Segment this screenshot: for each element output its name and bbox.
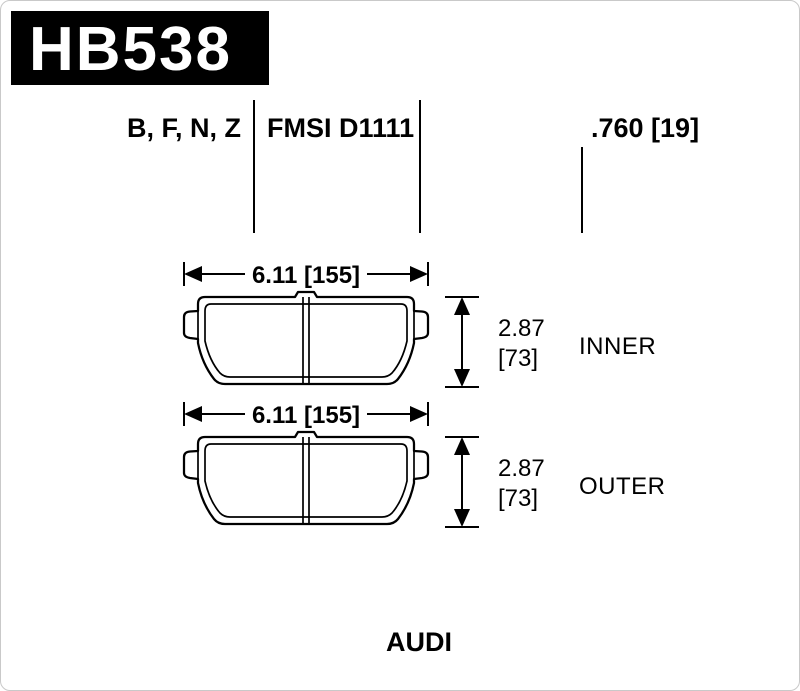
outer-pad-thickness-mm: [73] [498,485,538,512]
part-number-banner [11,11,269,85]
right-arrowhead-icon [410,406,428,422]
compound-codes: B, F, N, Z [127,113,241,143]
outer-pad-width-dimension: 6.11 [155] [183,402,429,429]
right-arrowhead-icon [410,266,428,282]
up-arrowhead-icon [454,297,470,315]
vehicle-application: AUDI [386,627,452,657]
outer-pad-thickness-dimension: 2.87 [73] OUTER [445,436,666,528]
part-number: HB538 [29,15,232,84]
inner-brake-pad-drawing [182,290,430,386]
outer-pad-width-label: 6.11 [155] [252,402,360,429]
outer-brake-pad-drawing [182,430,430,526]
down-arrowhead-icon [454,509,470,527]
inner-pad-thickness-in: 2.87 [498,315,545,342]
inner-pad-width-dimension: 6.11 [155] [183,262,429,289]
pad-thickness: .760 [19] [591,113,699,143]
left-arrowhead-icon [184,266,202,282]
outer-pad-thickness-in: 2.87 [498,455,545,482]
fmsi-number: FMSI D1111 [267,113,414,143]
left-arrowhead-icon [184,406,202,422]
down-arrowhead-icon [454,369,470,387]
inner-pad-thickness-dimension: 2.87 [73] INNER [445,296,656,388]
outer-pad-position-label: OUTER [579,473,666,500]
inner-pad-width-label: 6.11 [155] [252,262,360,289]
inner-pad-position-label: INNER [579,333,656,360]
inner-pad-thickness-mm: [73] [498,345,538,372]
up-arrowhead-icon [454,437,470,455]
